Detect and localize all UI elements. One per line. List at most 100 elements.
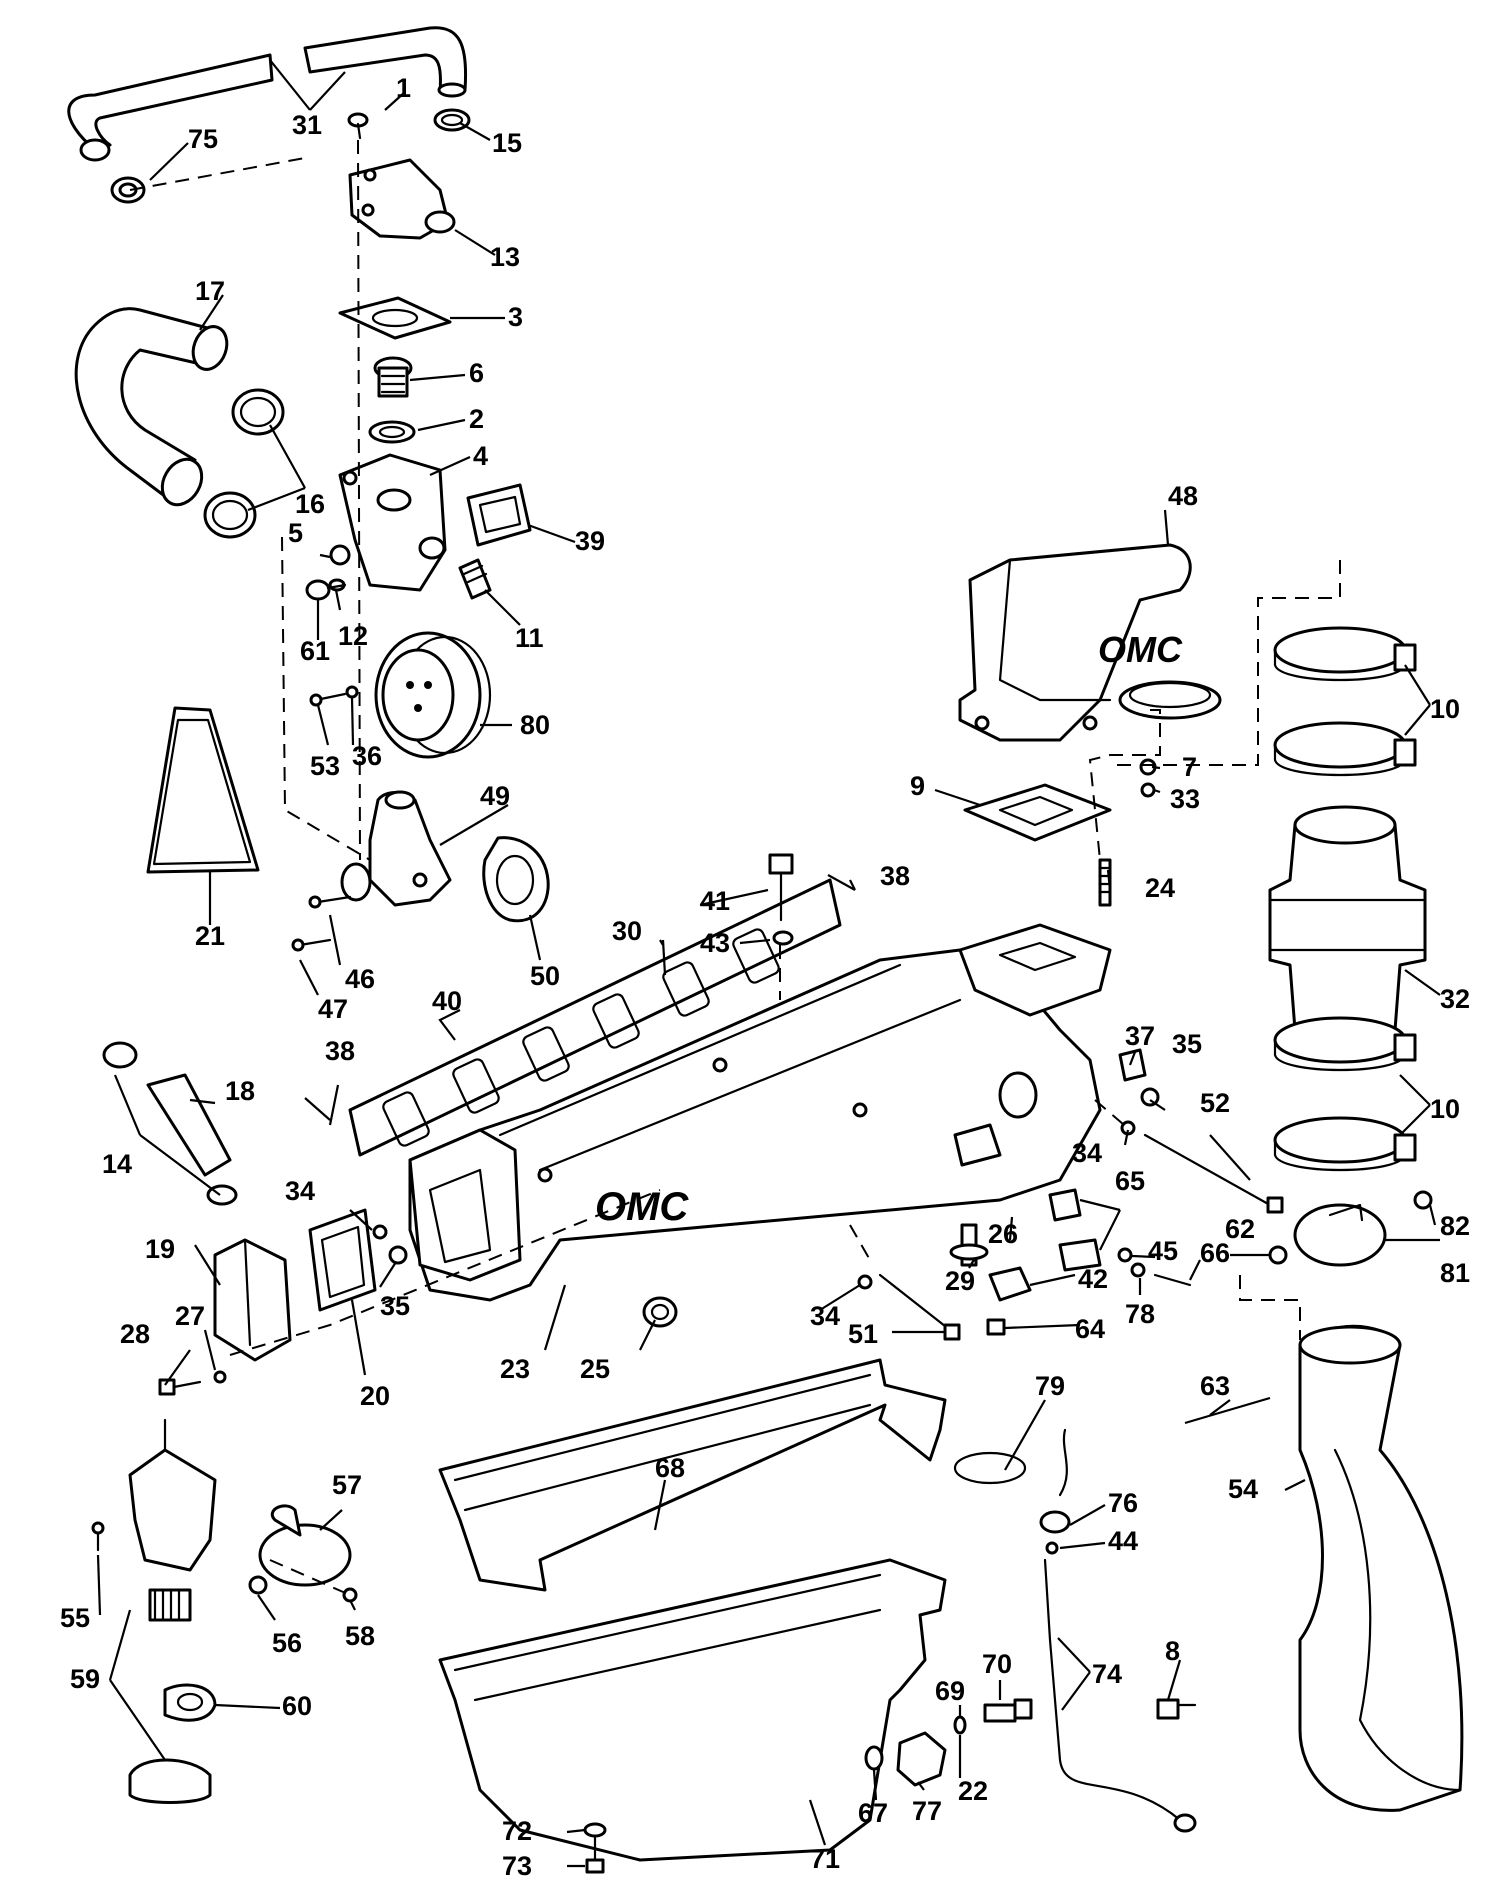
clip-42 — [988, 1266, 1032, 1302]
label-44: 44 — [1108, 1526, 1138, 1556]
label-61: 61 — [300, 636, 330, 666]
clamp-10a — [1273, 626, 1417, 682]
label-11: 11 — [515, 623, 544, 653]
bracket-37 — [1118, 1048, 1147, 1082]
stud-38a — [304, 1097, 331, 1121]
bolt-64 — [986, 1318, 1006, 1336]
exhaust-pipe — [1298, 1324, 1464, 1812]
thermostat-housing-cover — [348, 158, 456, 240]
washer-45 — [1117, 1247, 1133, 1263]
label-39: 39 — [575, 526, 605, 556]
bolt-61 — [305, 579, 347, 601]
thermostat — [373, 356, 413, 398]
label-15: 15 — [492, 128, 522, 158]
oil-pump-gasket — [163, 1683, 217, 1722]
label-68: 68 — [655, 1453, 685, 1483]
screw-1 — [347, 112, 369, 140]
label-35a: 35 — [380, 1291, 410, 1321]
bypass-hose — [67, 26, 468, 162]
label-48: 48 — [1168, 481, 1198, 511]
label-32: 32 — [1440, 984, 1470, 1014]
label-75: 75 — [188, 124, 218, 154]
bolt-47 — [291, 938, 332, 952]
label-67: 67 — [858, 1798, 888, 1828]
hose-clamp-16b — [203, 491, 257, 539]
thermostat-housing-gasket — [466, 483, 532, 547]
label-36: 36 — [352, 741, 382, 771]
oil-pump — [128, 1418, 217, 1622]
label-78: 78 — [1125, 1299, 1155, 1329]
label-51: 51 — [848, 1319, 878, 1349]
thermostat-seal — [368, 420, 416, 444]
label-30: 30 — [612, 916, 642, 946]
label-14: 14 — [102, 1149, 132, 1179]
label-23: 23 — [500, 1354, 530, 1384]
label-4: 4 — [473, 441, 488, 471]
label-12: 12 — [338, 621, 368, 651]
label-80: 80 — [520, 710, 550, 740]
drive-belt — [146, 706, 260, 874]
label-17: 17 — [195, 276, 225, 306]
hose-clamp-small — [110, 176, 146, 204]
label-37: 37 — [1125, 1021, 1155, 1051]
screw-55 — [91, 1521, 105, 1552]
label-77: 77 — [912, 1796, 942, 1826]
label-21: 21 — [195, 921, 225, 951]
label-56: 56 — [272, 1628, 302, 1658]
manifold-end-gasket — [308, 1208, 377, 1312]
label-8: 8 — [1165, 1636, 1180, 1666]
leader-lines — [96, 59, 1441, 1868]
pulley — [374, 631, 492, 759]
label-58: 58 — [345, 1621, 375, 1651]
label-72: 72 — [502, 1816, 532, 1846]
bolt-41 — [768, 853, 794, 922]
rod-63 — [1184, 1396, 1271, 1425]
label-46: 46 — [345, 964, 375, 994]
oil-pan — [438, 1558, 947, 1862]
label-60: 60 — [282, 1691, 312, 1721]
clamp-10c — [1273, 1016, 1417, 1072]
label-33: 33 — [1170, 784, 1200, 814]
label-54: 54 — [1228, 1474, 1258, 1504]
alignment-lines — [129, 139, 1341, 1596]
fitting-70 — [983, 1698, 1033, 1723]
nut-34c — [857, 1274, 873, 1290]
nut-34a — [372, 1224, 388, 1240]
bolt-28 — [158, 1378, 202, 1396]
label-19: 19 — [145, 1234, 175, 1264]
bolt-73 — [585, 1836, 605, 1874]
label-53: 53 — [310, 751, 340, 781]
sensor-29 — [949, 1223, 989, 1267]
thermostat-housing — [338, 453, 447, 592]
label-50: 50 — [530, 961, 560, 991]
label-49: 49 — [480, 781, 510, 811]
bracket-65 — [1048, 1188, 1102, 1272]
bolt-51 — [878, 1273, 961, 1341]
label-47: 47 — [318, 994, 348, 1024]
label-65: 65 — [1115, 1166, 1145, 1196]
clip-56 — [248, 1575, 268, 1595]
bolt-8 — [1156, 1698, 1197, 1720]
plug-62 — [1268, 1245, 1288, 1265]
label-28: 28 — [120, 1319, 150, 1349]
label-7: 7 — [1182, 752, 1197, 782]
label-1: 1 — [396, 73, 411, 103]
label-22: 22 — [958, 1776, 988, 1806]
bolt-66 — [1153, 1273, 1192, 1287]
nut-35b — [1140, 1087, 1160, 1107]
hose-clamp-16a — [231, 388, 285, 436]
elbow-gasket — [963, 783, 1112, 842]
exhaust-manifold: OMC — [408, 948, 1102, 1302]
label-59: 59 — [70, 1664, 100, 1694]
block-26 — [953, 1123, 1002, 1167]
label-66: 66 — [1200, 1238, 1230, 1268]
oil-pan-gasket — [438, 1358, 947, 1592]
hose-clamp-15 — [433, 108, 471, 132]
plug-25 — [642, 1296, 678, 1328]
washer-78 — [1130, 1262, 1146, 1278]
label-45: 45 — [1148, 1236, 1178, 1266]
label-81: 81 — [1440, 1258, 1470, 1288]
end-cover — [213, 1238, 292, 1362]
cover-81 — [1293, 1203, 1387, 1267]
